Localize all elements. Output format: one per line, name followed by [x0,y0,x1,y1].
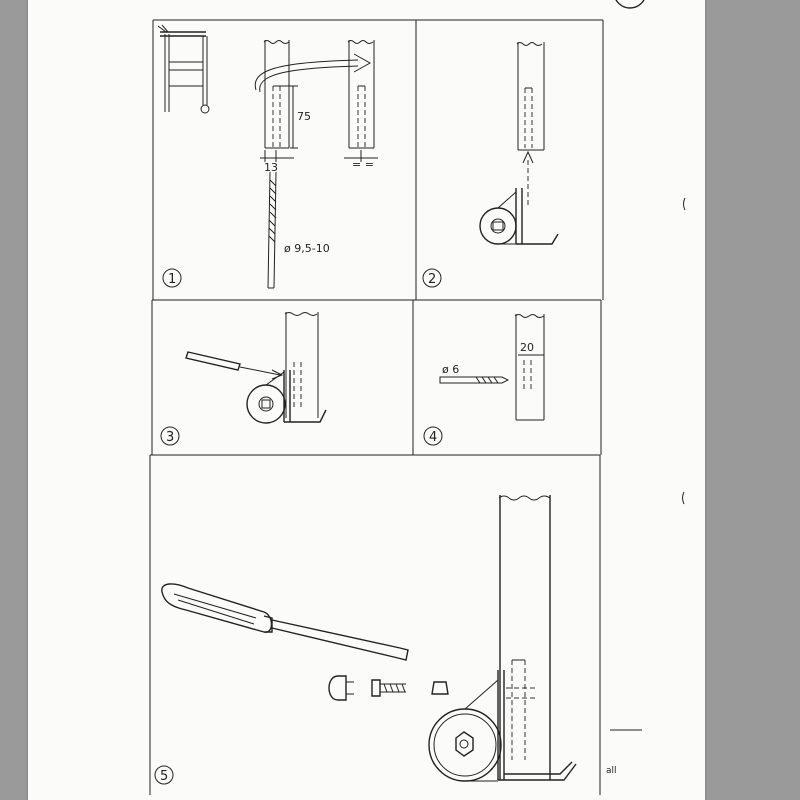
dim-drill-diameter: ø 9,5-10 [284,242,330,255]
caster-bracket-step2 [479,188,559,245]
panel-4: 20 ø 6 4 [423,314,545,446]
dim-center-mark: = = [352,158,374,171]
margin-artifacts [610,197,686,731]
leg-view-step3 [284,312,319,418]
margin-text: all [606,766,617,776]
assembly-parts [328,675,449,701]
step-badge-4 [423,426,443,446]
drill-bit-large [267,171,277,289]
page-marker-circle [615,0,645,9]
leg-view-step5 [498,495,551,780]
leg-view-left [260,40,298,162]
dim-small-drill: ø 6 [442,363,459,376]
panel-frame [149,19,604,795]
leg-view-right [344,40,378,162]
transfer-arrow [254,53,372,93]
dim-small-depth: 20 [520,341,534,354]
step-number-4: 4 [429,430,437,445]
chair-illustration [157,24,210,114]
step-badge-3 [160,426,180,446]
step-number-3: 3 [166,430,174,445]
punch-tool [185,351,284,380]
panel-1: 75 13 [157,24,378,289]
caster-bracket-step3 [246,370,327,424]
step-badge-2 [422,268,442,288]
panel-2: 2 [422,42,559,288]
drill-bit-small [439,376,510,384]
viewer-gutter-left [0,0,28,800]
step-badge-1 [162,268,182,288]
leg-view-step2 [516,42,545,151]
panel-5: 5 [154,495,577,785]
dim-hole-depth: 75 [297,110,311,123]
viewer-gutter-right[interactable] [705,0,800,800]
step-number-1: 1 [168,272,176,287]
step-number-2: 2 [428,272,436,287]
instruction-drawing: 75 13 [149,0,686,795]
screwdriver [161,583,409,661]
insert-arrow-up [522,150,534,205]
step-badge-5 [154,765,174,785]
document-page: 75 13 [28,0,705,800]
leg-view-step4 [514,314,545,421]
caster-bracket-step5 [428,670,577,782]
panel-3: 3 [160,312,327,446]
step-number-5: 5 [160,769,168,784]
dim-hole-offset: 13 [264,161,278,174]
